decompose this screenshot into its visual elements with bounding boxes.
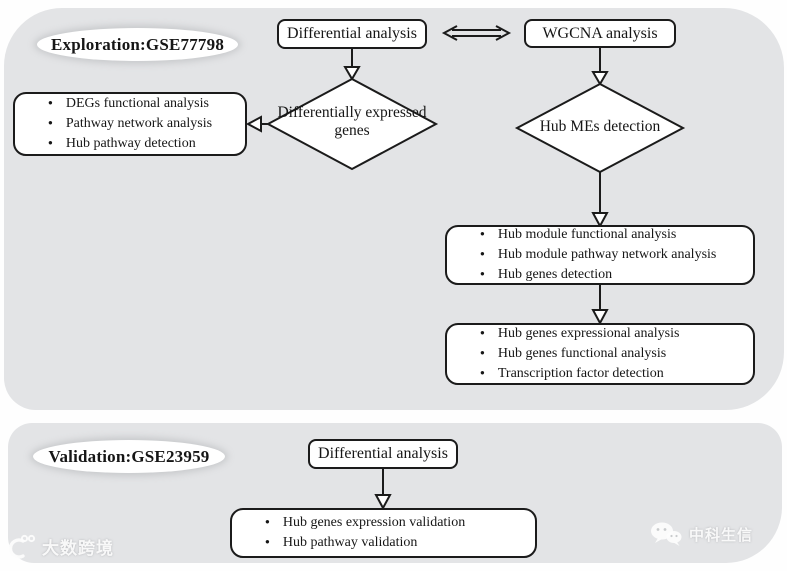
bullet-item-text: Pathway network analysis [65,116,213,131]
bullet-dot-icon: ● [265,537,270,546]
validation-section-text: Validation:GSE23959 [48,446,210,466]
bullet-item-text: Hub pathway detection [65,136,196,151]
bullet-item-text: Hub pathway validation [282,535,418,550]
dashukuajing-logo-icon [8,534,36,559]
bullet-item-text: Hub module functional analysis [497,227,677,242]
bullet-dot-icon: ● [48,98,53,107]
bullet-dot-icon: ● [48,118,53,127]
bullet-dot-icon: ● [480,328,485,337]
validation-differential-analysis-node: Differential analysis [308,439,458,469]
watermark-bottom-right: 中科生信 [650,521,753,547]
bullet-dot-icon: ● [480,269,485,278]
bullet-item: ● Hub genes expression validation [265,513,529,533]
bullet-item-text: Hub genes detection [497,267,613,282]
bullet-item: ● Pathway network analysis [48,114,239,134]
bullet-item: ● Hub module functional analysis [480,225,747,245]
wechat-icon [651,522,682,546]
bullet-item-text: Hub genes functional analysis [497,346,667,361]
bullet-item-text: Hub module pathway network analysis [497,247,717,262]
differential-analysis-label: Differential analysis [287,25,417,42]
bullet-item: ● Hub genes detection [480,265,747,285]
bullet-dot-icon: ● [480,229,485,238]
bullet-item-text: Hub genes expressional analysis [497,326,680,341]
bullet-item: ● Hub genes expressional analysis [480,324,747,344]
validation-differential-analysis-label: Differential analysis [318,445,448,462]
bullet-dot-icon: ● [480,368,485,377]
hub-gene-results-box: ● Hub genes expressional analysis ● Hub gen… [445,323,755,385]
bullet-item: ● Hub module pathway network analysis [480,245,747,265]
bullet-item: ● Hub genes functional analysis [480,344,747,364]
watermark-bottom-left: 大数跨境 [8,533,114,559]
hubme-diamond-label: Hub MEs detection [539,118,661,135]
bullet-item: ● Hub pathway validation [265,533,529,553]
differential-analysis-node: Differential analysis [277,19,427,49]
bullet-item-text: Transcription factor detection [497,366,664,381]
wgcna-analysis-label: WGCNA analysis [542,24,658,42]
exploration-section-text: Exploration:GSE77798 [50,34,225,54]
watermark-bottom-left-text: 大数跨境 [42,538,114,559]
wgcna-analysis-node: WGCNA analysis [524,19,676,48]
bullet-item: ● DEGs functional analysis [48,94,239,114]
bullet-dot-icon: ● [48,138,53,147]
bullet-dot-icon: ● [480,348,485,357]
deg-results-box: ● DEGs functional analysis ● Pathway networ… [13,92,247,156]
bullet-item-text: Hub genes expression validation [282,515,466,530]
bullet-item: ● Hub pathway detection [48,134,239,154]
hub-module-results-box: ● Hub module functional analysis ● Hub modu… [445,225,755,285]
bullet-dot-icon: ● [265,517,270,526]
exploration-section-label: Exploration:GSE77798 [37,28,238,61]
bullet-item: ● Transcription factor detection [480,364,747,384]
deg-diamond-label: Differentially expressed genes [277,104,427,139]
bullet-item-text: DEGs functional analysis [65,96,209,111]
validation-section-label: Validation:GSE23959 [33,440,225,473]
bullet-dot-icon: ● [480,249,485,258]
validation-results-box: ● Hub genes expression validation ● Hub pat… [230,508,537,558]
watermark-bottom-right-text: 中科生信 [689,525,754,544]
